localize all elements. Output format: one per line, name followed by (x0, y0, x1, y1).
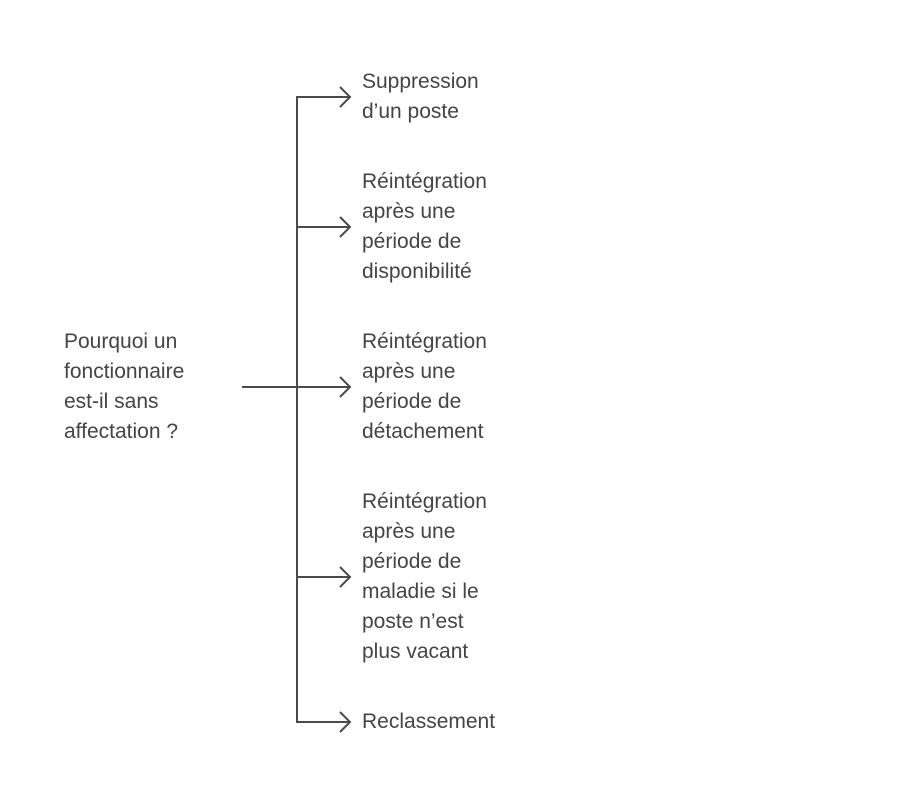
branch-arrow-4 (297, 566, 352, 588)
branch-arrow-2 (297, 216, 352, 238)
branch-arrow-1 (297, 86, 352, 108)
branch-label-maladie: Réintégration après une période de malad… (362, 490, 487, 663)
branch-label-suppression: Suppression d’un poste (362, 70, 479, 123)
branch-arrow-3 (297, 376, 352, 398)
root-question: Pourquoi un fonctionnaire est-il sans af… (64, 330, 185, 443)
branch-label-detachement: Réintégration après une période de détac… (362, 330, 487, 443)
branch-arrow-5 (297, 711, 352, 733)
branch-label-reclassement: Reclassement (362, 710, 496, 733)
branch-label-disponibilite: Réintégration après une période de dispo… (362, 170, 487, 283)
